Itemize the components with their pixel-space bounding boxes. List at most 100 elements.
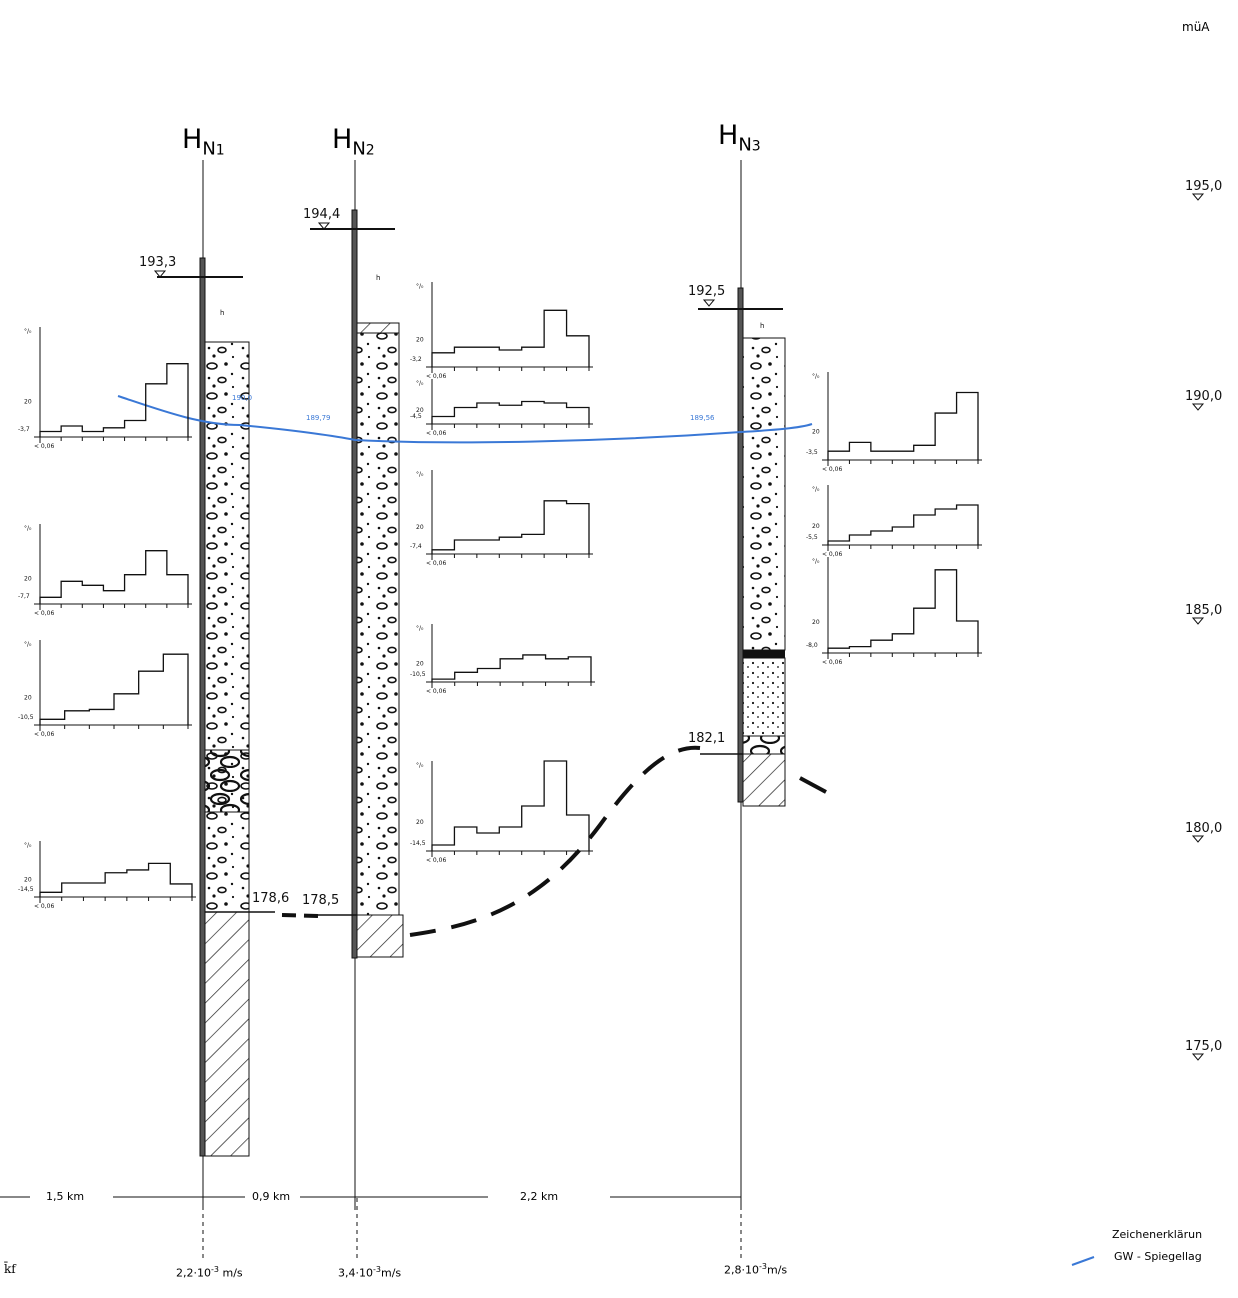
- histogram-percent-label: °/₀: [24, 842, 32, 849]
- distance-label-2: 0,9 km: [252, 1190, 291, 1203]
- histogram-percent-label: °/₀: [416, 380, 424, 387]
- histogram-first-bin-label: < 0,06: [34, 610, 54, 617]
- histogram-first-bin-label: < 0,06: [426, 560, 446, 567]
- borehole-bottom-elevation: 182,1: [688, 731, 725, 746]
- borehole-bottom-elevation: 178,5: [302, 893, 339, 908]
- borehole-title-hn1: HN1: [182, 124, 225, 160]
- legend-gw-label: GW - Spiegellag: [1114, 1250, 1202, 1263]
- histogram-bars: [431, 500, 590, 554]
- histogram-first-bin-label: < 0,06: [34, 731, 54, 738]
- borehole-hn1: [157, 160, 275, 1258]
- histogram-depth-label: -3,5: [806, 449, 818, 456]
- histogram-first-bin-label: < 0,06: [34, 903, 54, 910]
- histogram-y20-label: 20: [812, 523, 820, 530]
- groundwater-elevation-label: 190,0: [232, 394, 252, 402]
- histogram-hn3-b: °/₀ 20 -5,5 < 0,06: [806, 485, 982, 558]
- histogram-first-bin-label: < 0,06: [426, 430, 446, 437]
- kf-value-hn1: 2,2·10-3 m/s: [176, 1265, 243, 1280]
- histogram-first-bin-label: < 0,06: [822, 659, 842, 666]
- histogram-first-bin-label: < 0,06: [34, 443, 54, 450]
- histogram-y20-label: 20: [416, 661, 424, 668]
- histogram-hn2-b: °/₀ 20-4,5 < 0,06: [410, 379, 593, 437]
- aquiclude-boundary-line-right: [799, 776, 827, 794]
- borehole-hn3: [698, 160, 786, 1258]
- histogram-y20-label: 20: [812, 619, 820, 626]
- histogram-bars: [431, 309, 590, 367]
- histogram-hn1-c: °/₀ 20 -10,5 < 0,06: [18, 640, 192, 738]
- histogram-depth-label: -4,5: [410, 413, 422, 420]
- histogram-depth-label: -7,4: [410, 543, 422, 550]
- histogram-bars: [431, 760, 590, 851]
- histogram-depth-label: -14,5: [410, 840, 426, 847]
- histogram-y20-label: 20: [416, 407, 424, 414]
- borehole-title-hn2: HN2: [332, 124, 375, 160]
- histogram-depth-label: -10,5: [18, 714, 34, 721]
- h-marker: h: [376, 274, 380, 282]
- histogram-first-bin-label: < 0,06: [822, 466, 842, 473]
- histogram-depth-label: -8,0: [806, 642, 818, 649]
- histogram-depth-label: -14,5: [18, 886, 34, 893]
- scale-marker-icon: [1191, 1053, 1205, 1061]
- histogram-y20-label: 20: [812, 429, 820, 436]
- elevation-marker-icon: [153, 270, 167, 278]
- histogram-bars: [39, 550, 189, 604]
- histogram-hn2-c: °/₀20-7,4< 0,06: [410, 470, 593, 567]
- borehole-title-hn3: HN3: [718, 120, 761, 156]
- histogram-bars: [827, 391, 979, 460]
- histogram-hn3-a: °/₀ 20 -3,5 < 0,06: [806, 372, 982, 473]
- groundwater-elevation-label: 189,79: [306, 414, 331, 422]
- kf-label: k̄f: [4, 1262, 16, 1276]
- scale-marker-icon: [1191, 835, 1205, 843]
- legend-title: Zeichenerklärun: [1112, 1228, 1203, 1241]
- histogram-y20-label: 20: [24, 876, 32, 883]
- elevation-marker-icon: [702, 299, 716, 307]
- histogram-percent-label: °/₀: [812, 373, 820, 380]
- histogram-bars: [39, 653, 189, 725]
- histogram-first-bin-label: < 0,06: [426, 688, 446, 695]
- distance-label-1: 1,5 km: [46, 1190, 85, 1203]
- histogram-percent-label: °/₀: [416, 471, 424, 478]
- histogram-first-bin-label: < 0,06: [822, 551, 842, 558]
- scale-elevation-label: 175,0: [1185, 1039, 1222, 1054]
- histogram-bars: [39, 862, 193, 897]
- aquiclude-boundary-line-left: [281, 913, 319, 918]
- histogram-percent-label: °/₀: [24, 525, 32, 532]
- scale-elevation-label: 195,0: [1185, 179, 1222, 194]
- histogram-bars: [431, 654, 592, 682]
- h-marker: h: [760, 322, 764, 330]
- histogram-depth-label: -3,2: [410, 356, 422, 363]
- histogram-percent-label: °/₀: [24, 641, 32, 648]
- histogram-depth-label: -10,5: [410, 671, 426, 678]
- scale-marker-icon: [1191, 193, 1205, 201]
- kf-value-hn2: 3,4·10-3m/s: [338, 1265, 402, 1280]
- elevation-marker-icon: [317, 222, 331, 230]
- histogram-percent-label: °/₀: [416, 762, 424, 769]
- borehole-top-elevation: 193,3: [139, 255, 176, 270]
- scale-marker-icon: [1191, 617, 1205, 625]
- histogram-y20-label: 20: [24, 575, 32, 582]
- scale-marker-icon: [1191, 403, 1205, 411]
- histogram-hn2-d: °/₀20-10,5< 0,06: [410, 624, 595, 695]
- histogram-hn2-e: °/₀20-14,5< 0,06: [410, 760, 593, 864]
- scale-elevation-label: 180,0: [1185, 821, 1222, 836]
- distance-label-3: 2,2 km: [520, 1190, 559, 1203]
- histogram-depth-label: -3,7: [18, 426, 30, 433]
- borehole-hn2: [310, 160, 404, 1258]
- histogram-depth-label: -5,5: [806, 534, 818, 541]
- histogram-hn1-b: °/₀ 20 -7,7 < 0,06: [18, 524, 192, 617]
- histogram-y20-label: 20: [416, 819, 424, 826]
- histogram-hn3-c: °/₀20-8,0< 0,06: [806, 557, 982, 666]
- histogram-hn1-d: °/₀ 20 -14,5 < 0,06: [18, 841, 196, 910]
- histogram-hn2-a: °/₀20-3,2< 0,06: [410, 282, 593, 380]
- borehole-top-elevation: 192,5: [688, 284, 725, 299]
- scale-elevation-label: 190,0: [1185, 389, 1222, 404]
- legend-gw-swatch: [1071, 1256, 1095, 1266]
- histogram-y20-label: 20: [24, 695, 32, 702]
- histogram-y20-label: 20: [24, 398, 32, 405]
- histogram-percent-label: °/₀: [812, 486, 820, 493]
- borehole-bottom-elevation: 178,6: [252, 891, 289, 906]
- histogram-depth-label: -7,7: [18, 593, 30, 600]
- groundwater-level-line: [117, 395, 813, 444]
- h-marker: h: [220, 309, 224, 317]
